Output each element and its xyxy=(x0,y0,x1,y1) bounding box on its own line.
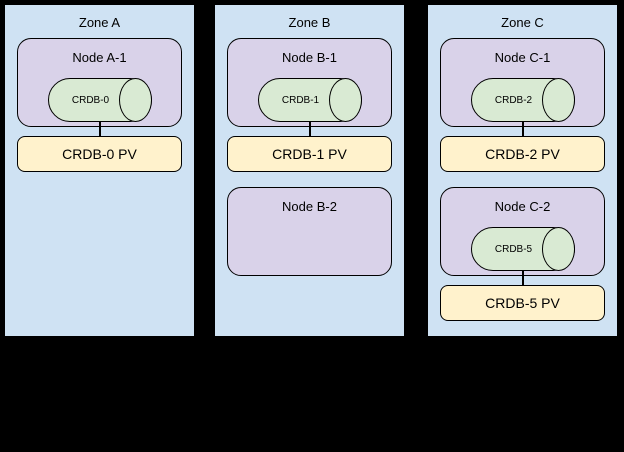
node-group: Node C-2 CRDB-5 CRDB-5 PV xyxy=(440,187,605,321)
node-box: Node B-1 CRDB-1 xyxy=(227,38,392,127)
database-cylinder-icon: CRDB-1 xyxy=(257,78,362,122)
cylinder-face-icon xyxy=(541,227,575,271)
connector-line xyxy=(521,270,524,285)
pv-label: CRDB-5 PV xyxy=(485,295,560,311)
connector-line xyxy=(308,121,311,136)
node-label: Node B-2 xyxy=(282,199,337,214)
database-cylinder-icon: CRDB-5 xyxy=(470,227,575,271)
node-group: Node B-1 CRDB-1 CRDB-1 PV xyxy=(227,38,392,172)
zone-c-box: Zone C Node C-1 CRDB-2 CRDB-2 PV Node C-… xyxy=(426,3,619,338)
node-box: Node B-2 xyxy=(227,187,392,276)
database-label: CRDB-0 xyxy=(71,94,110,106)
node-label: Node C-2 xyxy=(494,199,551,214)
cylinder-face-icon xyxy=(541,78,575,122)
database-cylinder-icon: CRDB-2 xyxy=(470,78,575,122)
pv-box: CRDB-2 PV xyxy=(440,136,605,172)
connector-line xyxy=(521,121,524,136)
pv-label: CRDB-0 PV xyxy=(62,146,137,162)
pv-box: CRDB-5 PV xyxy=(440,285,605,321)
zone-b-box: Zone B Node B-1 CRDB-1 CRDB-1 PV Node B-… xyxy=(213,3,406,338)
zone-b-label: Zone B xyxy=(288,15,331,30)
node-group: Node B-2 xyxy=(227,187,392,276)
node-group: Node C-1 CRDB-2 CRDB-2 PV xyxy=(440,38,605,172)
pv-box: CRDB-0 PV xyxy=(17,136,182,172)
pv-label: CRDB-1 PV xyxy=(272,146,347,162)
database-cylinder-icon: CRDB-0 xyxy=(47,78,152,122)
database-label: CRDB-2 xyxy=(494,94,533,106)
node-label: Node A-1 xyxy=(72,50,127,65)
zone-a-box: Zone A Node A-1 CRDB-0 CRDB-0 PV xyxy=(3,3,196,338)
zone-a-label: Zone A xyxy=(78,15,121,30)
node-box: Node C-2 CRDB-5 xyxy=(440,187,605,276)
database-label: CRDB-5 xyxy=(494,243,533,255)
node-label: Node B-1 xyxy=(282,50,337,65)
cylinder-face-icon xyxy=(328,78,362,122)
node-box: Node C-1 CRDB-2 xyxy=(440,38,605,127)
node-group: Node A-1 CRDB-0 CRDB-0 PV xyxy=(17,38,182,172)
zone-c-label: Zone C xyxy=(501,15,544,30)
database-label: CRDB-1 xyxy=(281,94,320,106)
connector-line xyxy=(98,121,101,136)
pv-label: CRDB-2 PV xyxy=(485,146,560,162)
node-box: Node A-1 CRDB-0 xyxy=(17,38,182,127)
node-label: Node C-1 xyxy=(494,50,551,65)
cylinder-face-icon xyxy=(118,78,152,122)
pv-box: CRDB-1 PV xyxy=(227,136,392,172)
